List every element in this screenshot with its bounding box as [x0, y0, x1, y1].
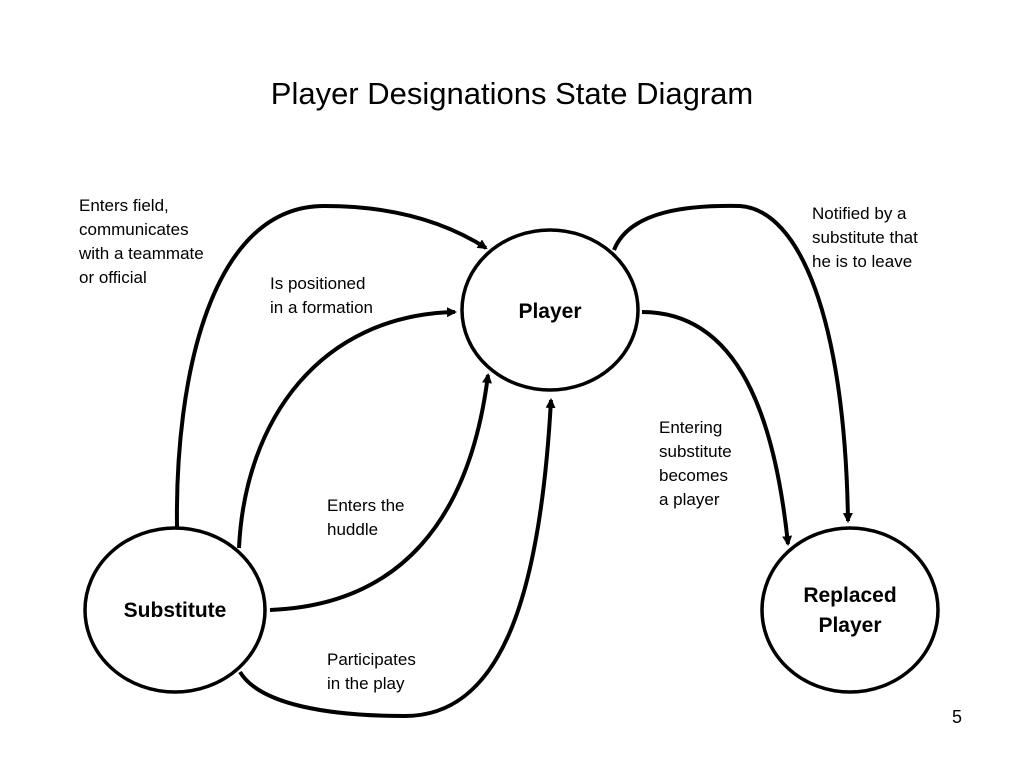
state-player-label: Player	[518, 300, 582, 323]
state-replaced-player-node	[760, 526, 940, 694]
label-entering-substitute: Entering substitute becomes a player	[659, 418, 732, 509]
state-substitute-label: Substitute	[123, 599, 227, 622]
page-title: Player Designations State Diagram	[270, 76, 754, 111]
page-number: 5	[951, 707, 962, 727]
label-notified: Notified by a substitute that he is to l…	[812, 204, 918, 271]
state-substitute-node	[83, 526, 267, 694]
edge-notified	[612, 203, 853, 523]
edge-participates	[238, 398, 556, 719]
label-participates: Participates in the play	[327, 650, 416, 693]
edge-positioned	[237, 307, 457, 549]
edge-enters-huddle	[269, 373, 492, 612]
state-replaced-player-label: Replaced Player	[803, 584, 897, 637]
edge-entering-substitute	[641, 310, 793, 546]
label-enters-field: Enters field, communicates with a teamma…	[79, 196, 204, 287]
edge-enters-field	[174, 203, 488, 528]
state-player-node	[460, 228, 640, 392]
label-enters-huddle: Enters the huddle	[327, 496, 405, 539]
label-positioned: Is positioned in a formation	[270, 274, 373, 317]
